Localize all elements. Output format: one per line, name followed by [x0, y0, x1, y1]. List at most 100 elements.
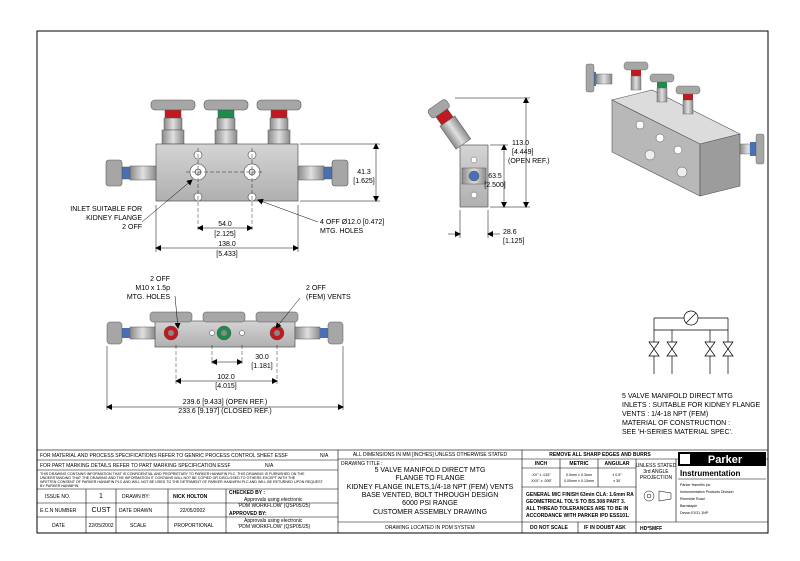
- drawing-title-4: BASE VENTED, BOLT THROUGH DESIGN: [362, 492, 499, 499]
- row2-text: FOR PART MARKING DETAILS REFER TO PART M…: [40, 463, 231, 469]
- drawn-label: DRAWN BY:: [122, 494, 150, 500]
- brand-text: Parker: [708, 454, 743, 466]
- general-note-1: GENERAL M/C FINISH 63min CLA: 1.6mm RA: [526, 492, 634, 498]
- confidential-2: UNDERSTANDING THAT THE DRAWING AND THE I…: [40, 476, 296, 480]
- address-5: Devon EX31 1NP: [680, 511, 709, 515]
- row1-na: N/A: [320, 453, 329, 459]
- tol-metric-1: 0.0mm ± 0.3mm: [566, 473, 592, 477]
- side-valve-right: [297, 159, 349, 187]
- address-2: Instrumentation Products Division: [680, 490, 734, 494]
- drawn-value: NICK HOLTON: [173, 494, 208, 500]
- projection-symbol: [643, 490, 672, 502]
- handle-left: [150, 99, 196, 145]
- spec-line-3: VENTS : 1/4-18 NPT (FEM): [622, 411, 708, 418]
- manifold-body: [155, 143, 299, 202]
- tol-header-metric: METRIC: [569, 461, 589, 467]
- note-inlet-2: KIDNEY FLANGE: [86, 215, 142, 222]
- drawing-title-1: 5 VALVE MANIFOLD DIRECT MTG: [375, 467, 486, 474]
- dim-vent: 30.0: [255, 354, 269, 361]
- date-drawn-label: DATE DRAWN: [119, 508, 152, 514]
- approved-line-1: Approvals using electronic: [244, 518, 303, 524]
- note-mtg-2: MTG. HOLES: [320, 228, 364, 235]
- side-view: 113.0 [4.449] (OPEN REF.) 63.5 [2.500] 2…: [427, 97, 550, 245]
- valve-schematic: [648, 310, 734, 374]
- issue-value: 1: [99, 493, 103, 500]
- tol-header-inch: INCH: [535, 461, 548, 467]
- if-in-doubt: IF IN DOUBT ASK: [584, 525, 626, 531]
- dim-mid-in: [4.015]: [215, 383, 236, 390]
- dim-pitch-in: [2.125]: [214, 231, 235, 238]
- dim-open: 239.6 [9.433] (OPEN REF.): [183, 399, 267, 406]
- checked-line-1: Approvals using electronic: [244, 497, 303, 503]
- drawing-title-5: 6000 PSI RANGE: [402, 500, 458, 507]
- dim-closed: 233.6 [9.197] (CLOSED REF.): [178, 408, 271, 415]
- tol-angular-2: ± 30': [613, 479, 621, 483]
- tol-header-angular: ANGULAR: [605, 461, 630, 467]
- note-inlet-1: INLET SUITABLE FOR: [70, 206, 142, 213]
- note-vents-1: 2 OFF: [306, 285, 326, 292]
- unless-stated-3: PROJECTION: [640, 475, 673, 481]
- tol-metric-2: 0.00mm ± 0.13mm: [564, 479, 594, 483]
- general-note-2: GEOMETRICAL TOL'S TO BS.308 PART 3.: [526, 499, 626, 505]
- tol-inch-2: .XXX" ± .005": [530, 479, 552, 483]
- drawing-title-6: CUSTOMER ASSEMBLY DRAWING: [373, 509, 487, 516]
- note-mtg-1: 4 OFF Ø12.0 [0.472]: [320, 219, 384, 226]
- spec-line-4: MATERIAL OF CONSTRUCTION :: [622, 420, 730, 427]
- scale-label: SCALE: [130, 523, 147, 529]
- parker-logo: Parker: [678, 452, 766, 466]
- ecn-label: E.C.N NUMBER: [40, 508, 77, 514]
- drawing-title-3: KIDNEY FLANGE INLETS,1/4-18 NPT (FEM) VE…: [347, 484, 514, 491]
- note-holes-2: M10 x 1.5p: [135, 285, 170, 292]
- title-block: [36, 449, 769, 534]
- remove-note: REMOVE ALL SHARP EDGES AND BURRS: [549, 452, 651, 458]
- drawing-title-2: FLANGE TO FLANGE: [395, 475, 465, 482]
- drawing-title-label: DRAWING TITLE :: [341, 461, 383, 467]
- tol-angular-1: ± 0.5°: [612, 473, 622, 477]
- note-holes-3: MTG. HOLES: [127, 294, 171, 301]
- unless-stated-2: 3rd ANGLE: [643, 469, 669, 475]
- dim-height: 41.3: [357, 169, 371, 176]
- spec-line-2: INLETS : SUITABLE FOR KIDNEY FLANGE: [622, 402, 761, 409]
- dims-note: ALL DIMENSIONS IN MM [INCHES] UNLESS OTH…: [353, 452, 508, 458]
- tol-inch-1: .XX" ± .015": [531, 473, 551, 477]
- dim-mid: 102.0: [217, 374, 235, 381]
- spec-notes: 5 VALVE MANIFOLD DIRECT MTG INLETS : SUI…: [622, 393, 761, 436]
- dim-vent-in: [1.181]: [251, 363, 272, 370]
- dim-depth: 28.6: [503, 229, 517, 236]
- note-vents-2: (FEM) VENTS: [306, 294, 351, 301]
- confidential-4: BY PARKER HANNIFIN.: [40, 484, 79, 488]
- row1-text: FOR MATERIAL AND PROCESS SPECIFICATIONS …: [40, 453, 288, 459]
- date-label: DATE: [52, 523, 66, 529]
- checked-label: CHECKED BY :: [229, 490, 265, 496]
- confidential-3: WRITTEN CONSENT OF PARKER HANNIFIN PLC A…: [40, 480, 324, 484]
- confidential-1: THIS DRAWING CONTAINS INFORMATION THAT I…: [40, 472, 305, 476]
- title-block-text: FOR MATERIAL AND PROCESS SPECIFICATIONS …: [40, 452, 766, 532]
- dim-depth-in: [1.125]: [503, 238, 524, 245]
- address-3: Riverside Road: [680, 497, 705, 501]
- approved-line-2: 'PDM WORKFLOW' (QSP05/25): [238, 524, 311, 530]
- dim-height-open: 113.0: [512, 140, 529, 147]
- front-view: 54.0 [2.125] 138.0 [5.433] 41.3 [1.625] …: [70, 99, 384, 258]
- unless-stated-1: UNLESS STATED: [636, 463, 677, 469]
- pdm-note: DRAWING LOCATED IN PDM SYSTEM: [385, 525, 474, 531]
- plan-view: 30.0 [1.181] 102.0 [4.015] 239.6 [9.433]…: [106, 276, 351, 415]
- address-4: Barnstaple: [680, 504, 697, 508]
- handle-center: [203, 99, 249, 145]
- isometric-view: [585, 61, 765, 197]
- scale-value: PROPORTIONAL: [174, 523, 214, 529]
- dim-body: 63.5: [488, 173, 502, 180]
- issue-label: ISSUE NO.: [45, 494, 70, 500]
- centre-lines: [186, 148, 264, 230]
- dim-body-in: [2.500]: [484, 182, 505, 189]
- dim-width: 138.0: [218, 241, 236, 248]
- spec-line-5: SEE 'H-SERIES MATERIAL SPEC'.: [622, 429, 733, 436]
- ecn-value: CUST: [91, 507, 111, 514]
- note-inlet-3: 2 OFF: [122, 224, 142, 231]
- division-text: Instrumentation: [680, 469, 741, 478]
- dim-height-in: [1.625]: [353, 178, 374, 185]
- approved-label: APPROVED BY:: [229, 511, 267, 517]
- note-holes-1: 2 OFF: [150, 276, 170, 283]
- date-drawn-value: 22/05/2002: [180, 508, 205, 514]
- checked-line-2: 'PDM WORKFLOW' (QSP05/25): [238, 503, 311, 509]
- dim-width-in: [5.433]: [216, 251, 237, 258]
